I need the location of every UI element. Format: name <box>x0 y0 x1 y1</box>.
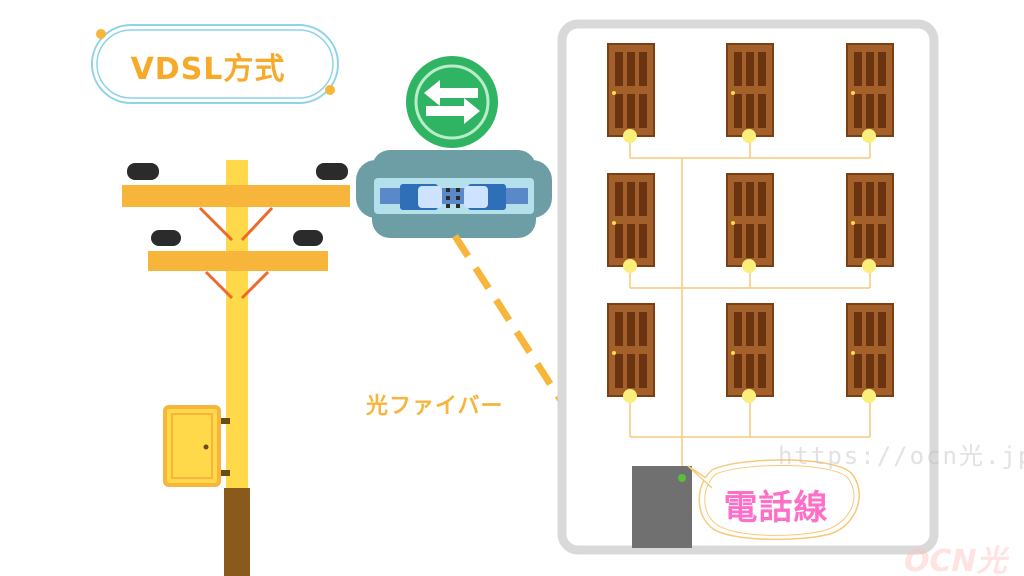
phone-line-label: 電話線 <box>723 487 829 528</box>
insulator-icon <box>151 230 181 246</box>
watermark-logo: OCN光 <box>904 544 1007 576</box>
door-icon <box>846 303 894 403</box>
lower-crossarm <box>148 251 328 271</box>
distribution-box-icon <box>632 466 692 548</box>
phone-jack-icon <box>623 259 637 273</box>
pole-box <box>163 405 230 487</box>
upper-crossarm <box>122 185 350 207</box>
utility-pole <box>122 160 350 576</box>
pole-shaft <box>226 160 248 500</box>
room-doors <box>607 43 894 403</box>
phone-jack-icon <box>623 389 637 403</box>
door-icon <box>846 173 894 273</box>
phone-label-bubble <box>687 459 860 541</box>
crossarm-braces <box>198 206 274 300</box>
door-icon <box>726 173 774 273</box>
door-icon <box>726 303 774 403</box>
arrows-exchange-icon <box>406 56 498 148</box>
fiber-label: 光ファイバー <box>366 394 504 419</box>
door-icon <box>846 43 894 143</box>
watermark-url: https://ocn光.jp/ <box>778 442 1024 470</box>
badge-dot-icon <box>325 85 335 95</box>
phone-jack-icon <box>742 129 756 143</box>
badge-dot-icon <box>96 29 106 39</box>
pole-base <box>224 488 250 576</box>
phone-jack-icon <box>862 129 876 143</box>
phone-jack-icon <box>742 259 756 273</box>
phone-jack-icon <box>623 129 637 143</box>
phone-jack-icon <box>862 389 876 403</box>
insulator-icon <box>127 163 159 180</box>
door-icon <box>607 43 655 143</box>
fiber-closure-icon <box>356 150 552 238</box>
apartment-building <box>557 19 939 555</box>
title-badge <box>91 24 339 104</box>
door-icon <box>607 303 655 403</box>
insulator-icon <box>293 230 323 246</box>
insulator-icon <box>316 163 348 180</box>
door-icon <box>726 43 774 143</box>
door-icon <box>607 173 655 273</box>
phone-jack-icon <box>742 389 756 403</box>
page-title: VDSL方式 <box>130 52 286 87</box>
phone-jack-icon <box>862 259 876 273</box>
